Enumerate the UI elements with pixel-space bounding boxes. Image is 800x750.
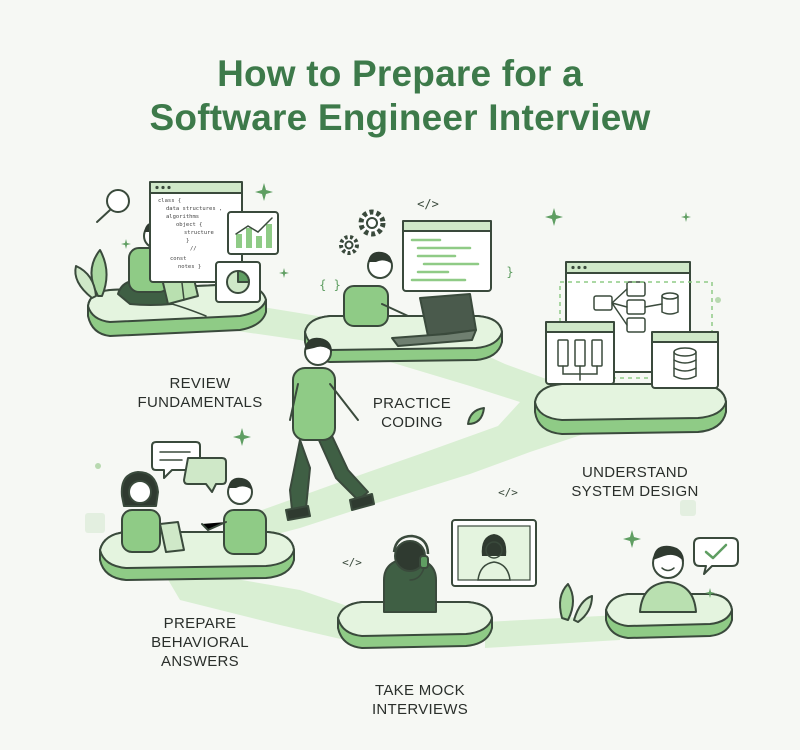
chart-icon bbox=[227, 211, 279, 255]
step-label-behavioral: Prepare Behavioral Answers bbox=[151, 615, 249, 670]
code-line: algorithms bbox=[166, 214, 199, 220]
code-tag-icon: </> bbox=[498, 486, 518, 499]
leaf-icon bbox=[467, 407, 485, 425]
code-line: const bbox=[170, 256, 187, 262]
person-happy bbox=[639, 545, 697, 613]
code-line: structure bbox=[184, 230, 214, 236]
plant-icon bbox=[559, 583, 593, 623]
sparkle-icon bbox=[233, 428, 251, 446]
step-label-review: Review Fundamentals bbox=[137, 375, 263, 411]
person-headset bbox=[383, 534, 437, 613]
plant-icon bbox=[74, 249, 108, 299]
page-title: How to Prepare for a Software Engineer I… bbox=[0, 52, 800, 140]
step-label-mock: Take Mock Interviews bbox=[371, 682, 469, 718]
person-walking bbox=[285, 337, 375, 521]
check-bubble-icon bbox=[693, 537, 739, 575]
code-tag-icon: </> bbox=[417, 197, 439, 211]
person-man bbox=[201, 477, 267, 555]
code-tag-icon: </> bbox=[342, 556, 362, 569]
pie-chart-icon bbox=[215, 261, 261, 303]
database-icon bbox=[651, 331, 719, 389]
code-window-review: class { data structures , algorithms obj… bbox=[149, 181, 243, 283]
person-woman bbox=[120, 471, 185, 553]
magnifier-icon bbox=[96, 189, 130, 223]
code-brace-icon: } bbox=[506, 265, 513, 279]
code-line: object { bbox=[176, 222, 203, 228]
code-line: notes } bbox=[178, 264, 201, 270]
platform-system bbox=[534, 383, 727, 435]
background-decor bbox=[85, 297, 721, 533]
laptop-icon bbox=[391, 293, 477, 347]
code-window-coding bbox=[402, 220, 492, 292]
code-line: data structures , bbox=[166, 206, 222, 212]
person-coding bbox=[343, 251, 409, 327]
chat-bubble-icon bbox=[151, 441, 227, 493]
gear-icon bbox=[339, 209, 386, 255]
code-line: } bbox=[186, 238, 189, 244]
code-line: class { bbox=[158, 198, 181, 204]
server-icon bbox=[545, 321, 615, 385]
sparkle-icon bbox=[121, 183, 289, 278]
step-label-coding: Practice Coding bbox=[372, 395, 452, 431]
title-line: How to Prepare for a bbox=[217, 53, 583, 94]
title-line: Software Engineer Interview bbox=[149, 97, 651, 138]
sparkle-icon bbox=[623, 530, 715, 598]
code-braces-icon: { } bbox=[319, 278, 341, 292]
platform-mock bbox=[337, 601, 493, 649]
code-line: // bbox=[190, 246, 197, 252]
step-label-system: Understand System Design bbox=[571, 464, 699, 500]
video-call-window bbox=[451, 519, 537, 587]
sparkle-icon bbox=[545, 208, 691, 226]
